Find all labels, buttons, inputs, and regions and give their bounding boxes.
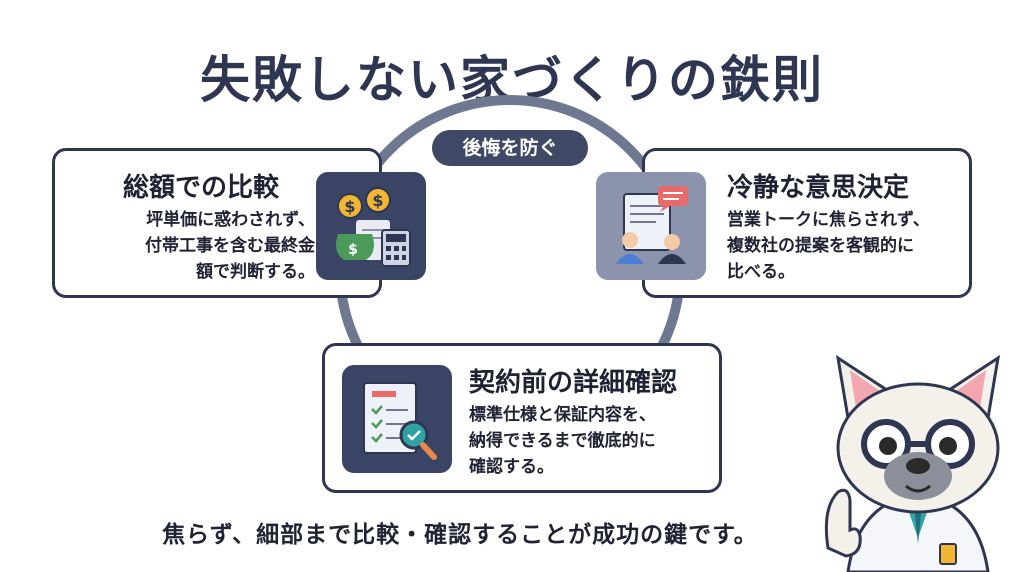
svg-text:$: $: [344, 197, 355, 216]
footer-message: 焦らず、細部まで比較・確認することが成功の鍵です。: [162, 522, 758, 548]
contract-checklist-icon: [342, 365, 452, 473]
card-contract-check-body: 標準仕様と保証内容を、 納得できるまで徹底的に 確認する。: [469, 405, 656, 477]
center-label: 後悔を防ぐ: [432, 130, 588, 166]
meeting-document-icon: [596, 172, 706, 280]
card-contract-check-title: 契約前の詳細確認: [469, 368, 678, 398]
card-calm-decision-title: 冷静な意思決定: [727, 173, 910, 203]
svg-text:$: $: [348, 242, 358, 258]
svg-text:$: $: [372, 191, 383, 210]
money-calculator-icon: $ $ $: [316, 172, 426, 280]
doctor-dog-mascot: [824, 354, 1001, 572]
card-calm-decision-body: 営業トークに焦らされず、 複数社の提案を客観的に 比べる。: [727, 210, 930, 282]
card-total-cost-title: 総額での比較: [123, 173, 280, 203]
card-total-cost-body: 坪単価に惑わされず、 付帯工事を含む最終金 額で判断する。: [145, 210, 315, 282]
